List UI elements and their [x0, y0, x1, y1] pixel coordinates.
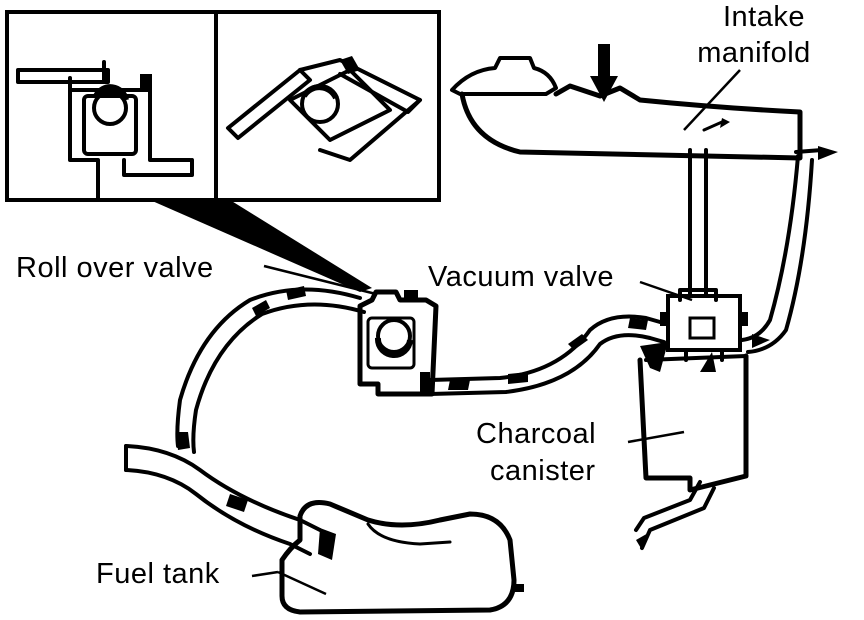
- label-charcoal-canister: Charcoal canister: [476, 418, 685, 487]
- valve-detail-tilted: [226, 58, 422, 162]
- label-intake-manifold: Intake manifold: [683, 1, 811, 131]
- filler-neck: [124, 444, 322, 556]
- fuel-tank: [279, 500, 524, 615]
- svg-text:canister: canister: [490, 455, 596, 487]
- leader-intake-manifold: [683, 69, 741, 131]
- svg-text:Roll over valve: Roll over valve: [16, 252, 214, 284]
- vacuum-valve: [660, 288, 748, 372]
- leader-roll-over-valve: [263, 264, 377, 296]
- purge-line: [740, 148, 824, 354]
- intake-manifold: [450, 44, 803, 161]
- label-vacuum-valve: Vacuum valve: [428, 261, 693, 302]
- label-fuel-tank: Fuel tank: [96, 558, 327, 596]
- vent-hose-flow-marks: [176, 286, 306, 450]
- vacuum-line: [678, 148, 718, 302]
- svg-text:Vacuum valve: Vacuum valve: [428, 261, 614, 293]
- tank-vent-hose: [175, 287, 366, 454]
- valve-detail-tilted-shading: [301, 56, 360, 100]
- leader-vacuum-valve: [639, 280, 693, 302]
- leader-charcoal-canister: [627, 430, 685, 444]
- hose-flow-marks: [448, 318, 648, 390]
- roll-over-valve: [357, 289, 439, 397]
- manifold-flow-arrow: [590, 44, 618, 102]
- leader-fuel-tank: [251, 570, 279, 578]
- svg-text:Intake: Intake: [723, 1, 805, 33]
- svg-text:Charcoal: Charcoal: [476, 418, 596, 450]
- inset-pointer: [150, 200, 372, 292]
- svg-text:Fuel tank: Fuel tank: [96, 558, 220, 590]
- detail-inset: [5, 10, 441, 292]
- label-roll-over-valve: Roll over valve: [16, 252, 377, 296]
- filler-neck-marks: [226, 494, 336, 560]
- svg-text:manifold: manifold: [697, 37, 811, 69]
- valve-detail-upright-shading: [93, 74, 152, 101]
- charcoal-canister: [634, 342, 749, 550]
